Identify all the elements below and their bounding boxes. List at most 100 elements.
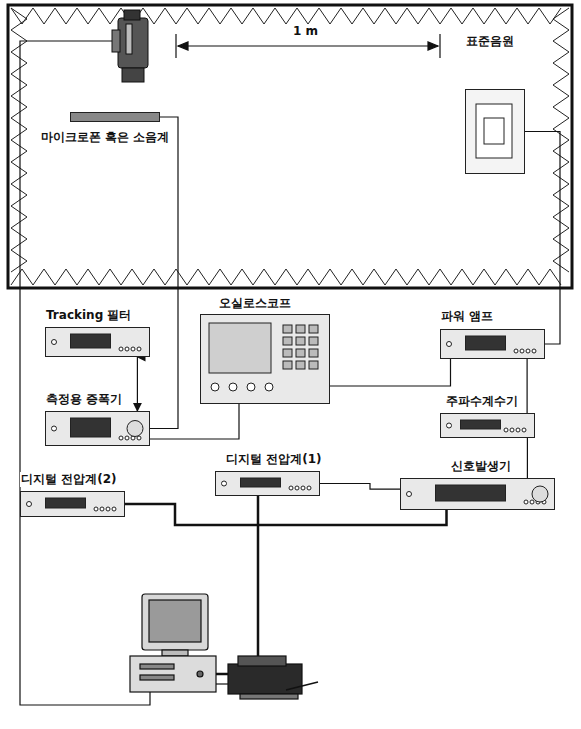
signal-wire (527, 438, 528, 478)
signal-wire (150, 404, 239, 439)
knob (106, 507, 110, 511)
connector-jack (229, 383, 237, 391)
knob (522, 428, 526, 432)
device-detail (46, 328, 148, 355)
signal-generator: 신호발생기 (400, 455, 555, 510)
device-label: 주파수계수기 (445, 394, 519, 409)
knob (530, 500, 534, 504)
speaker-body (465, 89, 525, 174)
knob (295, 486, 299, 490)
key (283, 337, 292, 345)
voltmeter-wire (215, 493, 258, 674)
knob (520, 349, 524, 353)
signal-wire (330, 359, 451, 386)
power-switch (222, 481, 227, 486)
key (296, 349, 305, 357)
knob (125, 347, 129, 351)
device-label: 오실로스코프 (218, 296, 292, 311)
digital-voltmeter: 디지털 전압계(2) (20, 468, 125, 517)
device-detail (441, 414, 533, 436)
key (309, 361, 318, 369)
display (241, 478, 281, 487)
device-detail (201, 315, 328, 402)
camcorder (112, 10, 148, 82)
rack-body (440, 329, 545, 359)
key (283, 349, 292, 357)
device-detail (46, 412, 148, 444)
wedge-outline (11, 8, 569, 285)
device-label: 표준음원 (465, 34, 515, 49)
device-detail (21, 492, 123, 515)
power-switch (52, 340, 57, 345)
amp-body (45, 411, 150, 446)
power-switch (52, 426, 57, 431)
absorber-wedges (11, 8, 569, 285)
microphone: 마이크로폰 혹은 소음계 (40, 112, 170, 145)
frequency-counter: 주파수계수기 (440, 390, 535, 438)
rack-body (440, 413, 535, 438)
key (309, 349, 318, 357)
signal-wire (150, 117, 178, 429)
printer (228, 656, 318, 699)
tracking-filter: Tracking 필터 (45, 304, 150, 357)
knob (504, 428, 508, 432)
meter-body (20, 491, 125, 517)
key (296, 325, 305, 333)
display (436, 485, 506, 501)
oscilloscope: 오실로스코프 (200, 292, 330, 404)
power-switch (447, 342, 452, 347)
speaker-cone (484, 118, 504, 144)
key (309, 325, 318, 333)
knob (131, 347, 135, 351)
power-switch (27, 502, 32, 507)
device-detail (216, 472, 318, 494)
filter-body (45, 327, 150, 357)
standard-sound-source: 표준음원 (465, 30, 525, 174)
power-switch (407, 492, 412, 497)
knob (127, 421, 143, 437)
device-label: 마이크로폰 혹은 소음계 (40, 130, 170, 145)
scope-body (200, 314, 330, 404)
device-label: Tracking 필터 (45, 308, 132, 323)
knob (516, 428, 520, 432)
device-label: 디지털 전압계(2) (20, 472, 118, 487)
device-detail (401, 479, 553, 508)
knob (301, 486, 305, 490)
key (283, 361, 292, 369)
device-label: 신호발생기 (450, 459, 512, 474)
key (283, 325, 292, 333)
display (71, 418, 111, 437)
key (296, 361, 305, 369)
signal-wire (125, 504, 447, 525)
knob (137, 436, 141, 440)
display (71, 334, 111, 348)
measuring-amplifier: 측정용 증폭기 (45, 388, 150, 446)
knob (137, 347, 141, 351)
knob (524, 500, 528, 504)
display (461, 420, 501, 429)
device-detail (466, 90, 523, 172)
connector-jack (211, 383, 219, 391)
knob (514, 349, 518, 353)
computer (130, 594, 216, 692)
device-detail (441, 330, 543, 357)
key (309, 337, 318, 345)
digital-voltmeter: 디지털 전압계(1) (215, 448, 323, 496)
display (466, 336, 506, 350)
power-switch (447, 423, 452, 428)
knob (125, 436, 129, 440)
device-detail (71, 113, 158, 120)
knob (532, 349, 536, 353)
device-label: 디지털 전압계(1) (225, 452, 323, 467)
knob (289, 486, 293, 490)
siggen-body (400, 478, 555, 510)
device-label: 파워 앰프 (440, 309, 494, 324)
mic-body (70, 112, 160, 122)
display (46, 498, 86, 508)
device-label: 측정용 증폭기 (45, 392, 123, 407)
knob (112, 507, 116, 511)
knob (307, 486, 311, 490)
scope-screen (209, 323, 271, 373)
knob (94, 507, 98, 511)
knob (526, 349, 530, 353)
